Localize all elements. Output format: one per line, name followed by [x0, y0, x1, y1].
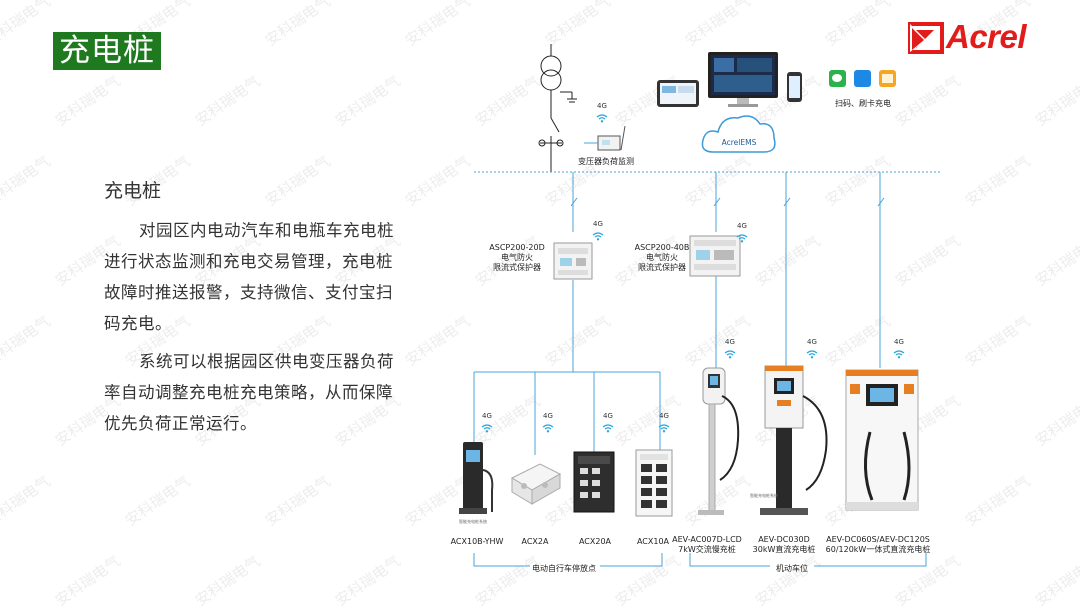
monitor-icon — [708, 52, 778, 107]
device-name-acx10b-yhw: ACX10B-YHW — [450, 537, 504, 546]
ems-label: AcrelEMS — [721, 138, 757, 147]
protector-1 — [553, 242, 593, 280]
small-device-label-2: 智能充电桩系统 — [750, 493, 778, 498]
logo-text: Acrel — [946, 18, 1027, 55]
transformer-label: 变压器负荷监测 — [578, 157, 634, 166]
page-title: 充电桩 — [53, 32, 161, 70]
signal-4g-transformer: 4G — [597, 102, 607, 110]
wifi-icon — [736, 234, 748, 243]
switch-marks — [570, 197, 885, 207]
wifi-icon — [592, 232, 604, 241]
device-aev-dc030d — [760, 365, 828, 515]
device-name-acx2a: ACX2A — [521, 537, 549, 546]
branch-lines — [473, 172, 881, 455]
wifi-icon — [596, 114, 608, 123]
load-monitor-device — [584, 125, 626, 151]
tablet-icon — [657, 80, 699, 107]
signal-4g-dc060s: 4G — [894, 338, 904, 346]
protector-2-label: ASCP200-40B 电气防火 限流式保护器 — [634, 243, 690, 272]
group-label-vehicle: 机动车位 — [776, 564, 808, 573]
protector-1-label: ASCP200-20D 电气防火 限流式保护器 — [489, 243, 545, 272]
description-paragraph-1: 对园区内电动汽车和电瓶车充电桩进行状态监测和充电交易管理，充电桩故障时推送报警，… — [104, 221, 394, 333]
signal-4g-acx10b: 4G — [482, 412, 492, 420]
transformer-icon — [538, 44, 577, 172]
group-brackets — [473, 553, 927, 567]
small-device-label: 智能充电桩系统 — [459, 519, 487, 524]
signal-4g-acx2a: 4G — [543, 412, 553, 420]
signal-4g-acx10a: 4G — [659, 412, 669, 420]
group-label-bicycle: 电动自行车停放点 — [532, 564, 596, 573]
wifi-icon — [806, 350, 818, 359]
wifi-icon — [724, 350, 736, 359]
device-acx20a — [573, 451, 615, 513]
device-acx2a — [510, 463, 562, 505]
device-aev-ac007d-lcd — [698, 367, 740, 515]
wifi-icon — [893, 350, 905, 359]
phone-icon — [787, 72, 802, 102]
section-title: 充电桩 — [104, 180, 162, 202]
device-name-acx10a: ACX10A — [636, 537, 670, 546]
device-name-aev-ac007d: AEV-AC007D-LCD 7kW交流慢充桩 — [672, 535, 742, 554]
device-aev-dc060s-dc120s — [845, 369, 919, 511]
signal-4g-protector-1: 4G — [593, 220, 603, 228]
device-name-aev-dc030d: AEV-DC030D 30kW直流充电桩 — [752, 535, 816, 554]
device-name-acx20a: ACX20A — [578, 537, 612, 546]
wifi-icon — [542, 424, 554, 433]
payment-label: 扫码、刷卡充电 — [835, 99, 891, 108]
device-acx10b-yhw — [459, 442, 494, 514]
signal-4g-dc030d: 4G — [807, 338, 817, 346]
wifi-icon — [481, 424, 493, 433]
signal-4g-ac007d: 4G — [725, 338, 735, 346]
wifi-icon — [602, 424, 614, 433]
cloud-icon — [701, 115, 776, 153]
device-acx10a — [635, 449, 673, 517]
description-paragraph-2: 系统可以根据园区供电变压器负荷率自动调整充电桩充电策略，从而保障优先负荷正常运行… — [104, 352, 394, 433]
payment-icons — [829, 70, 896, 87]
brand-logo: Acrel — [908, 18, 1068, 60]
wifi-icon — [658, 424, 670, 433]
signal-4g-acx20a: 4G — [603, 412, 613, 420]
signal-4g-protector-2: 4G — [737, 222, 747, 230]
protector-2 — [689, 235, 741, 277]
device-name-aev-dc060s: AEV-DC060S/AEV-DC120S 60/120kW一体式直流充电桩 — [825, 535, 931, 554]
acrel-logo-icon — [908, 22, 944, 54]
